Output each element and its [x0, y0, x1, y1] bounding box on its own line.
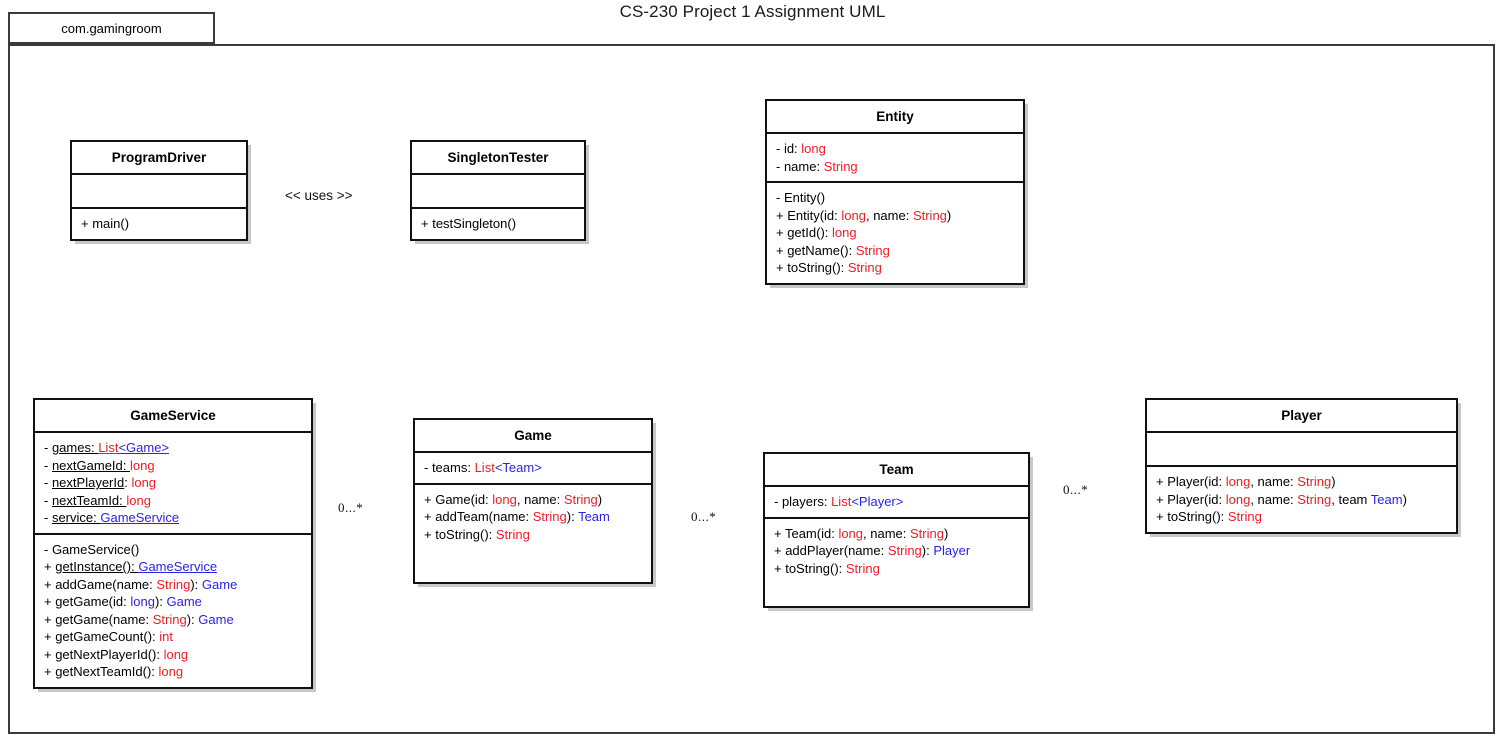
class-member-row: + addPlayer(name: String): Player	[774, 543, 971, 558]
class-box-game[interactable]: Game - teams: List<Team> + Game(id: long…	[413, 418, 653, 584]
class-name-singleton-tester: SingletonTester	[412, 142, 584, 175]
class-member-row: + getGameCount(): int	[44, 629, 173, 644]
methods-compartment-program-driver: + main()	[72, 209, 246, 239]
attributes-compartment-player	[1147, 433, 1456, 467]
class-member-row: - nextPlayerId: long	[44, 475, 157, 490]
class-member-row: - id: long	[776, 141, 826, 156]
class-member-row: - teams: List<Team>	[424, 460, 542, 475]
class-member-row: - games: List<Game>	[44, 440, 170, 455]
class-box-program-driver[interactable]: ProgramDriver + main()	[70, 140, 248, 241]
attributes-compartment-entity: - id: long - name: String	[767, 134, 1023, 183]
methods-compartment-game: + Game(id: long, name: String) + addTeam(…	[415, 485, 651, 550]
multiplicity-game-team: 0...*	[691, 509, 717, 524]
class-member-row: - nextTeamId: long	[44, 492, 151, 508]
class-box-player[interactable]: Player + Player(id: long, name: String)+…	[1145, 398, 1458, 534]
class-member-row: + testSingleton()	[421, 216, 517, 231]
methods-compartment-game-service: - GameService() + getInstance(): GameServ…	[35, 535, 311, 687]
class-name-entity: Entity	[767, 101, 1023, 134]
attributes-compartment-singleton-tester	[412, 175, 584, 209]
package-name-tab: com.gamingroom	[8, 12, 215, 44]
methods-compartment-player: + Player(id: long, name: String) + Player…	[1147, 467, 1456, 532]
page-title: CS-230 Project 1 Assignment UML	[619, 2, 886, 21]
class-member-row: + Game(id: long, name: String)	[424, 491, 603, 507]
class-member-row: + main()	[81, 216, 130, 231]
class-name-player: Player	[1147, 400, 1456, 433]
class-member-row: - nextGameId: long	[44, 457, 155, 473]
class-member-row: + Entity(id: long, name: String)	[776, 207, 952, 223]
class-member-row: + getNextTeamId(): long	[44, 664, 184, 679]
methods-compartment-team: + Team(id: long, name: String) + addPlaye…	[765, 519, 1028, 584]
attributes-compartment-team: - players: List<Player>	[765, 487, 1028, 519]
class-box-entity[interactable]: Entity - id: long - name: String - Entity…	[765, 99, 1025, 285]
class-member-row: + getName(): String	[776, 242, 890, 258]
class-member-row: - GameService()	[44, 541, 140, 557]
class-name-game-service: GameService	[35, 400, 311, 433]
class-member-row: + toString(): String	[424, 526, 530, 542]
methods-compartment-singleton-tester: + testSingleton()	[412, 209, 584, 239]
class-member-row: - Entity()	[776, 190, 826, 205]
class-box-singleton-tester[interactable]: SingletonTester + testSingleton()	[410, 140, 586, 241]
methods-compartment-entity: - Entity() + Entity(id: long, name: Strin…	[767, 183, 1023, 283]
class-member-row: - name: String	[776, 158, 858, 174]
class-member-row: + addGame(name: String): Game	[44, 576, 238, 592]
class-member-row: + Player(id: long, name: String, team Te…	[1156, 491, 1407, 507]
class-box-team[interactable]: Team - players: List<Player> + Team(id: …	[763, 452, 1030, 608]
class-name-program-driver: ProgramDriver	[72, 142, 246, 175]
class-member-row: + Player(id: long, name: String)	[1156, 474, 1336, 489]
class-member-row: + getId(): long	[776, 225, 857, 240]
class-name-game: Game	[415, 420, 651, 453]
class-member-row: + Team(id: long, name: String)	[774, 525, 949, 541]
class-member-row: + addTeam(name: String): Team	[424, 509, 610, 524]
class-member-row: + getGame(id: long): Game	[44, 594, 202, 609]
class-name-team: Team	[765, 454, 1028, 487]
class-member-row: + getNextPlayerId(): long	[44, 646, 189, 662]
attributes-compartment-game-service: - games: List<Game> - nextGameId: long - n…	[35, 433, 311, 535]
class-member-row: + toString(): String	[776, 260, 882, 275]
attributes-compartment-game: - teams: List<Team>	[415, 453, 651, 485]
multiplicity-gameservice-game: 0...*	[338, 500, 364, 515]
class-member-row: - players: List<Player>	[774, 494, 904, 509]
class-member-row: - service: GameService	[44, 510, 180, 525]
class-member-row: + toString(): String	[774, 560, 880, 576]
attributes-compartment-program-driver	[72, 175, 246, 209]
package-name-label: com.gamingroom	[61, 20, 162, 36]
uses-stereotype-label: << uses >>	[285, 188, 353, 203]
class-member-row: + toString(): String	[1156, 509, 1262, 524]
multiplicity-team-player: 0...*	[1063, 482, 1089, 497]
class-member-row: + getGame(name: String): Game	[44, 611, 234, 627]
class-box-game-service[interactable]: GameService - games: List<Game> - nextGam…	[33, 398, 313, 689]
class-member-row: + getInstance(): GameService	[44, 559, 218, 574]
